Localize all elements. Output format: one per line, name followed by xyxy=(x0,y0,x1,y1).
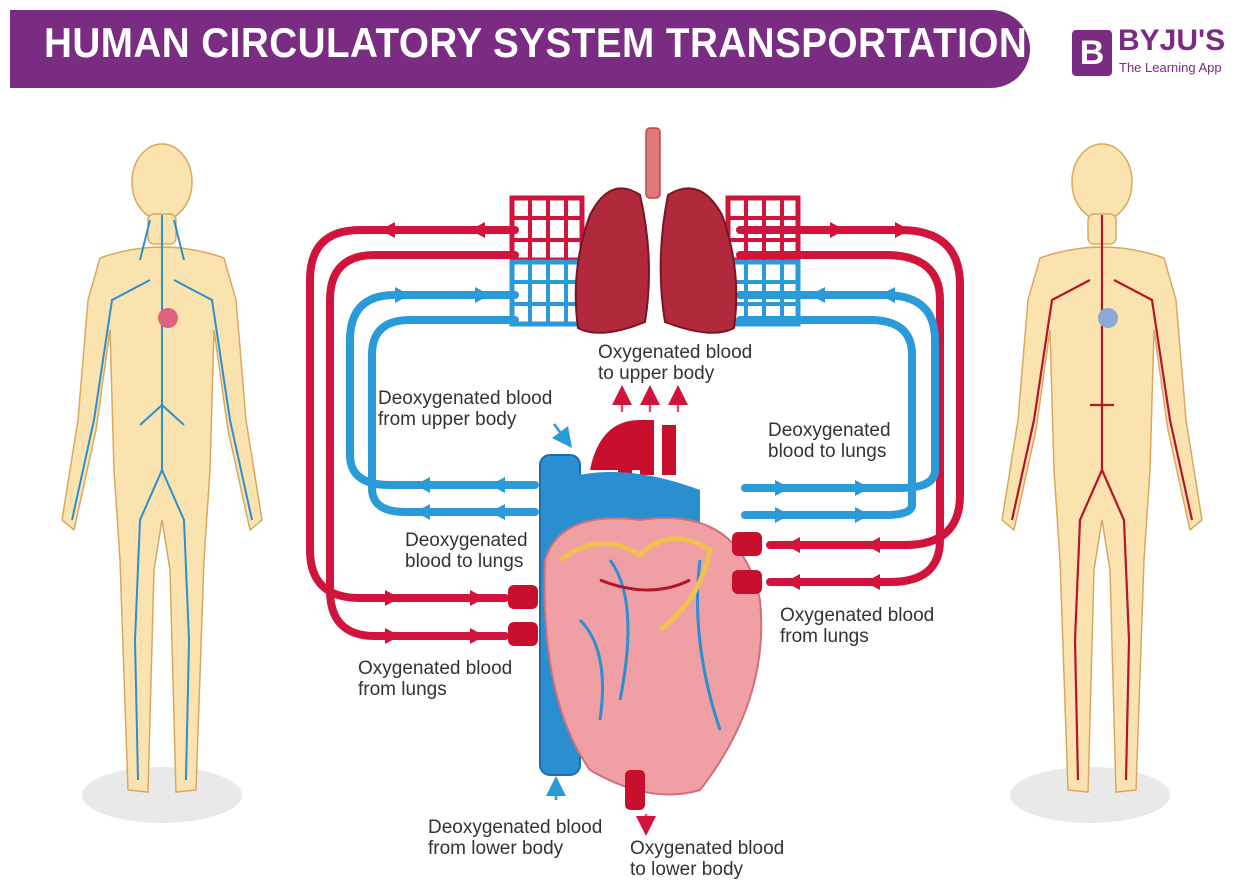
deoxygenated-loop-right xyxy=(740,295,935,515)
right-body-arterial-figure xyxy=(1002,144,1202,823)
left-body-venous-figure xyxy=(62,144,262,823)
label-oxygenated-from-lungs-left: Oxygenated blood from lungs xyxy=(358,658,512,700)
lungs-illustration xyxy=(576,128,737,333)
label-deoxygenated-to-lungs-right: Deoxygenated blood to lungs xyxy=(768,420,891,462)
label-oxygenated-from-lungs-right: Oxygenated blood from lungs xyxy=(780,605,934,647)
label-oxygenated-to-upper-body: Oxygenated blood to upper body xyxy=(598,342,752,384)
oxygenated-loop-left xyxy=(310,230,515,636)
label-deoxygenated-to-lungs-left: Deoxygenated blood to lungs xyxy=(405,530,528,572)
label-deoxygenated-from-upper-body: Deoxygenated blood from upper body xyxy=(378,388,552,430)
label-deoxygenated-from-lower-body: Deoxygenated blood from lower body xyxy=(428,817,602,859)
label-oxygenated-to-lower-body: Oxygenated blood to lower body xyxy=(630,838,784,880)
heart-illustration xyxy=(508,420,762,810)
lung-capillary-grid-right xyxy=(728,198,798,324)
lung-capillary-grid-left xyxy=(512,198,582,324)
